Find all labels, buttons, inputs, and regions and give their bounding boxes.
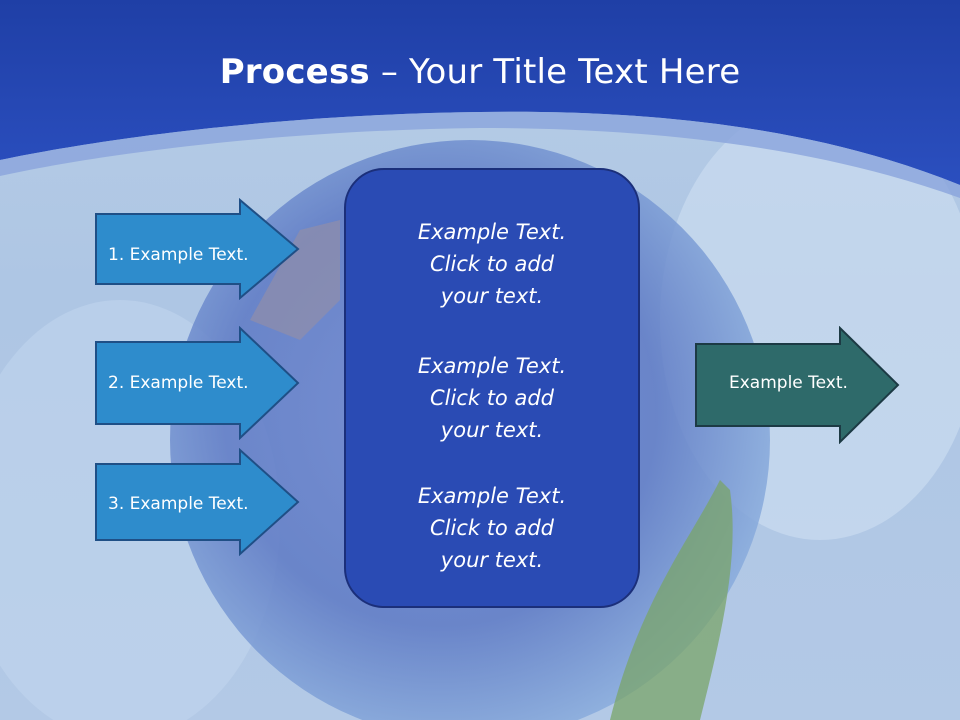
planet-island	[610, 480, 733, 720]
header-arc	[0, 111, 960, 198]
center-text-box[interactable]: Example Text. Click to add your text. Ex…	[344, 168, 640, 608]
planet-city	[250, 220, 340, 340]
right-arrow[interactable]	[694, 326, 900, 444]
slide-title: Process – Your Title Text Here	[0, 52, 960, 92]
left-arrow-2[interactable]	[94, 326, 300, 440]
right-arrow-label: Example Text.	[729, 373, 848, 393]
left-arrow-1-label: 1. Example Text.	[108, 245, 249, 265]
left-arrow-1[interactable]	[94, 198, 300, 300]
left-arrow-3-label: 3. Example Text.	[108, 494, 249, 514]
title-rest: – Your Title Text Here	[369, 52, 741, 92]
center-text-block-3: Example Text. Click to add your text.	[417, 484, 567, 572]
header-band	[0, 0, 960, 185]
center-text-block-1: Example Text. Click to add your text.	[417, 220, 567, 308]
center-text-block-2: Example Text. Click to add your text.	[417, 354, 567, 442]
left-arrow-3[interactable]	[94, 448, 300, 556]
left-arrow-2-label: 2. Example Text.	[108, 373, 249, 393]
title-bold: Process	[219, 52, 370, 92]
